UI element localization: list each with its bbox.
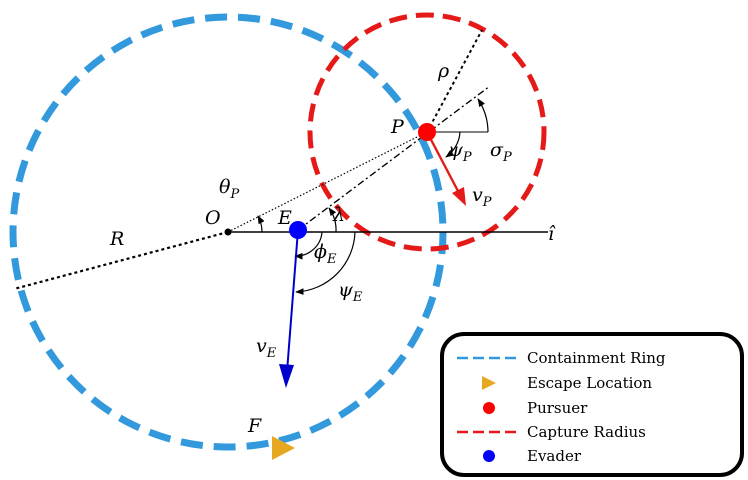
legend-label: Containment Ring (527, 349, 666, 367)
legend-label: Capture Radius (527, 423, 646, 441)
evader-label: E (277, 207, 292, 229)
lambda-arc (328, 207, 337, 233)
pursuer-label: P (390, 116, 405, 138)
legend-label: Escape Location (527, 374, 652, 392)
v-e-label: vE (256, 335, 277, 361)
psi-p-label: ψP (448, 139, 472, 165)
phi-arc (294, 231, 323, 260)
phi-e-label: ϕE (314, 241, 337, 267)
sigma-p-arc (477, 98, 489, 133)
legend-label: Pursuer (527, 399, 588, 417)
evader-pursuer-line (297, 85, 491, 231)
origin-pursuer-line (227, 131, 428, 233)
i-hat-label: î (548, 223, 556, 245)
evader-dot (289, 221, 307, 239)
rho-label: ρ (437, 60, 450, 82)
theta-arc (257, 215, 265, 233)
escape-label: F (247, 415, 262, 437)
rho-line (426, 29, 483, 133)
pursuer-dot (418, 123, 436, 141)
legend-item-evader: Evader (483, 447, 582, 465)
legend-box (440, 332, 744, 477)
pursuer-velocity-arrowhead (452, 187, 466, 206)
legend: Containment Ring Escape Location Pursuer… (440, 332, 744, 477)
psi-p-arc (445, 131, 461, 158)
v-p-label: vP (472, 184, 492, 210)
legend-item-escape-location: Escape Location (482, 374, 652, 392)
legend-item-capture-radius: Capture Radius (457, 423, 646, 441)
pursuer-velocity-vector (425, 131, 461, 194)
legend-symbol-red-dot (483, 402, 495, 414)
legend-symbol-orange-triangle (482, 376, 496, 390)
radius-label: R (109, 228, 124, 250)
legend-item-pursuer: Pursuer (483, 399, 588, 417)
psi-e-label: ψE (338, 279, 363, 305)
evader-velocity-vector (286, 229, 299, 373)
evader-velocity-arrowhead (279, 364, 294, 388)
capture-radius-circle (307, 12, 547, 252)
escape-location-marker (272, 436, 295, 460)
lambda-label: λ (332, 204, 345, 226)
legend-item-containment-ring: Containment Ring (457, 349, 666, 367)
origin-point (224, 228, 232, 236)
legend-label: Evader (527, 447, 582, 465)
psi-e-arc (295, 231, 356, 295)
origin-label: O (205, 207, 221, 229)
sigma-p-label: σP (490, 139, 512, 165)
radius-line (13, 230, 229, 291)
theta-p-label: θP (219, 176, 239, 202)
legend-symbol-blue-dot (483, 450, 495, 462)
